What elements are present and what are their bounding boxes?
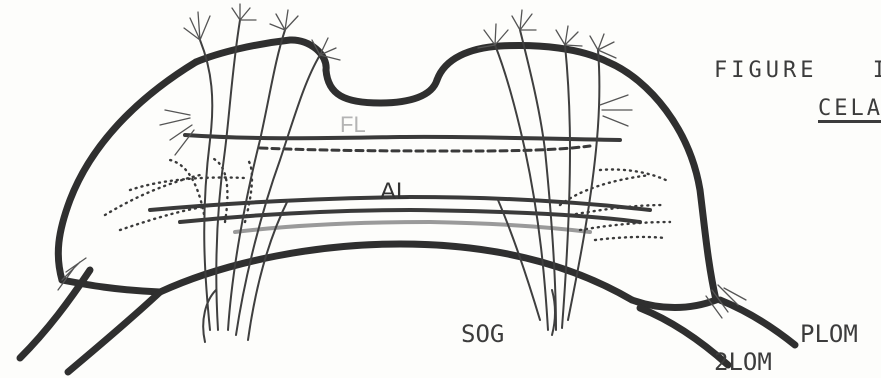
left-trunk-2: [216, 20, 240, 330]
right-branch-3: [556, 26, 582, 46]
label-2lom: 2LOM: [714, 348, 772, 376]
figure-heading-suffix: I: [873, 58, 881, 83]
plom-nerve: [720, 300, 795, 345]
right-trunk-3: [562, 45, 570, 328]
left-dotted-1: [170, 160, 205, 220]
fl-commissure-lower: [260, 146, 590, 151]
figure-heading: FIGURE I: [714, 58, 881, 83]
left-nerve-bundle: [160, 4, 340, 342]
brain-outline: [58, 40, 716, 308]
label-sog: SOG: [461, 320, 504, 348]
right-dotted-1: [560, 175, 650, 205]
left-trunk-1: [200, 40, 212, 330]
right-lateral-fan: [600, 95, 632, 126]
right-dotted-3: [580, 222, 670, 230]
label-plom: PLOM: [800, 320, 858, 348]
left-branch-1: [184, 12, 210, 40]
figure-heading-text: FIGURE: [714, 58, 817, 83]
left-outer-edge: [58, 62, 196, 280]
left-trunk-5: [248, 200, 288, 340]
right-outer-edge: [608, 62, 716, 300]
left-top-lobe: [196, 40, 326, 70]
right-dotted-4: [600, 170, 670, 183]
ventral-nerves: [20, 258, 795, 372]
fl-commissure-upper: [185, 135, 620, 140]
figure-subheading: CELA: [818, 96, 881, 121]
left-trunk-3: [228, 30, 285, 330]
al-commissure-faint: [235, 222, 590, 232]
central-notch: [326, 70, 437, 103]
label-al: AL: [380, 178, 409, 206]
left-lateral-fan: [160, 110, 194, 155]
left-branch-4: [312, 38, 340, 60]
left-inner-nerve: [68, 292, 160, 372]
left-branch-3: [270, 10, 298, 30]
label-fl: FL: [340, 112, 366, 138]
left-branch-2: [232, 4, 256, 20]
right-trunk-2: [520, 30, 556, 330]
right-dotted-5: [595, 237, 665, 240]
right-branch-2: [512, 10, 536, 30]
right-top-lobe: [437, 46, 608, 80]
left-outer-nerve: [20, 270, 90, 358]
right-trunk-1: [495, 45, 548, 330]
left-trunk-4: [236, 55, 320, 335]
